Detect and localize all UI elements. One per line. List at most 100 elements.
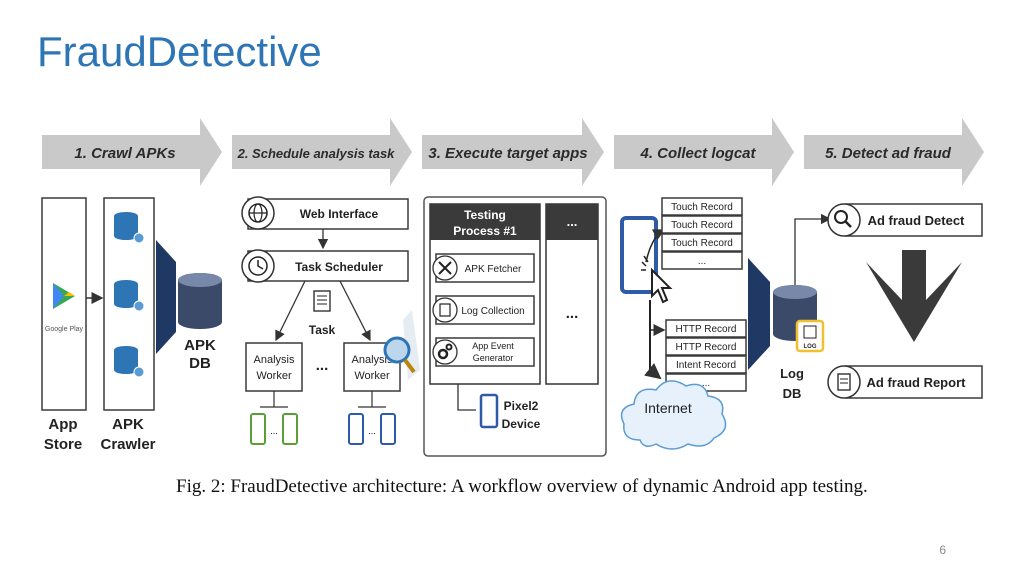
crawler-db-icon-3 — [114, 346, 145, 378]
touch-record-row — [661, 251, 743, 270]
testing-process-header — [430, 204, 540, 240]
stage-arrow-1 — [42, 118, 222, 186]
net-record-label: Intent Record — [676, 360, 736, 371]
more-processes-ellipsis: ... — [566, 305, 579, 322]
analysis-worker-1-box — [245, 342, 303, 392]
stage-label-1: 1. Crawl APKs — [74, 145, 175, 162]
internet-label: Internet — [644, 400, 692, 416]
google-play-label: Google Play — [45, 326, 84, 333]
apk-fetcher-label: APK Fetcher — [465, 264, 522, 275]
stage-arrow-5 — [804, 118, 984, 186]
crawler-db-icon-2 — [114, 280, 145, 312]
event-generator-label-1: App Event — [472, 341, 514, 351]
stage-banner: 1. Crawl APKs 2. Schedule analysis task … — [42, 118, 984, 186]
blue-phone-icon-2 — [380, 413, 396, 445]
app-store-box — [41, 197, 87, 411]
crawler-to-db-arrow — [156, 240, 176, 354]
blue-phones-ellipsis: ... — [368, 426, 376, 436]
ad-fraud-report-box — [845, 365, 983, 399]
touch-phone-icon — [620, 216, 658, 294]
touch-record-row — [661, 215, 743, 234]
scheduler-to-worker1-arrow — [275, 280, 306, 342]
ad-fraud-detect-box — [845, 203, 983, 237]
blue-phone-icon-1 — [348, 413, 364, 445]
pointer-cursor-icon — [651, 267, 673, 304]
records-to-logdb-arrow — [748, 258, 770, 370]
log-collection-label: Log Collection — [461, 306, 524, 317]
touch-record-label: Touch Record — [671, 220, 733, 231]
touch-record-row — [661, 197, 743, 216]
internet-cloud-icon — [620, 380, 727, 450]
more-processes-title: ... — [567, 214, 578, 229]
task-label: Task — [309, 323, 336, 337]
green-phones-ellipsis: ... — [270, 426, 278, 436]
touch-record-row — [661, 233, 743, 252]
task-scheduler-label: Task Scheduler — [295, 260, 383, 274]
scheduler-to-worker2-arrow — [339, 280, 371, 342]
app-store-label-2: Store — [44, 436, 82, 453]
worker-1-label-1: Analysis — [254, 354, 295, 366]
green-phone-icon-1 — [250, 413, 266, 445]
apk-db-label-2: DB — [189, 355, 211, 372]
log-db-label-2: DB — [783, 386, 802, 401]
apk-crawler-label-2: Crawler — [100, 436, 155, 453]
log-badge-label: LOG — [804, 344, 817, 350]
device-label-2: Device — [502, 417, 541, 431]
detect-section: Ad fraud Detect Ad fraud Report — [794, 203, 983, 399]
logcat-section: Touch Record Touch Record Touch Record .… — [620, 197, 825, 450]
process-title-1: Testing — [464, 208, 506, 222]
ad-fraud-detect-label: Ad fraud Detect — [868, 213, 965, 228]
worker-ellipsis: ... — [316, 357, 329, 374]
worker-2-label-2: Worker — [354, 370, 390, 382]
stage-arrow-4 — [614, 118, 794, 186]
worker-1-label-2: Worker — [256, 370, 292, 382]
worker-2-label-1: Analysis — [352, 354, 393, 366]
crawl-section: Google Play APK DB — [41, 197, 222, 453]
figure-caption: Fig. 2: FraudDetective architecture: A w… — [176, 476, 868, 497]
stage-label-2: 2. Schedule analysis task — [237, 146, 396, 161]
apk-crawler-label-1: APK — [112, 416, 144, 433]
app-store-label-1: App — [48, 416, 77, 433]
magnifier-icon — [383, 310, 420, 380]
google-play-icon — [53, 283, 75, 309]
event-generator-label-2: Generator — [473, 353, 514, 363]
device-label-1: Pixel2 — [504, 399, 539, 413]
ad-fraud-report-label: Ad fraud Report — [867, 375, 967, 390]
page-number: 6 — [939, 543, 946, 557]
touch-records-list: Touch Record Touch Record Touch Record .… — [661, 197, 743, 270]
touch-record-label: Touch Record — [671, 238, 733, 249]
net-record-label: ... — [702, 378, 710, 389]
web-interface-label: Web Interface — [300, 207, 379, 221]
apk-db-label-1: APK — [184, 337, 216, 354]
more-processes-header — [546, 204, 598, 240]
crawler-db-icon-1 — [114, 212, 145, 244]
network-records-list: HTTP Record HTTP Record Intent Record ..… — [665, 319, 747, 392]
net-record-row — [665, 337, 747, 356]
process-to-device-line — [457, 384, 476, 411]
process-title-2: Process #1 — [453, 224, 517, 238]
pixel2-phone-icon — [479, 393, 499, 429]
execute-section: Testing Process #1 APK Fetcher Log Colle… — [423, 196, 607, 457]
stage-arrow-3 — [422, 118, 604, 186]
green-phone-icon-2 — [282, 413, 298, 445]
slide-title: FraudDetective — [37, 28, 322, 75]
task-document-icon — [313, 290, 331, 312]
touch-record-label: Touch Record — [671, 202, 733, 213]
net-record-row — [665, 319, 747, 338]
net-record-row — [665, 355, 747, 374]
phone-to-internet-arrow — [644, 300, 662, 380]
net-record-label: HTTP Record — [676, 342, 737, 353]
schedule-section: Web Interface Task Scheduler Task Analys… — [241, 196, 420, 445]
search-icon — [827, 203, 861, 237]
stage-arrow-2 — [232, 118, 412, 186]
stage-label-4: 4. Collect logcat — [639, 145, 756, 162]
touch-record-label: ... — [698, 256, 706, 267]
net-record-label: HTTP Record — [676, 324, 737, 335]
apk-db-icon — [178, 273, 222, 329]
log-db-label-1: Log — [780, 366, 804, 381]
stage-label-5: 5. Detect ad fraud — [825, 145, 952, 162]
stage-label-3: 3. Execute target apps — [428, 145, 587, 162]
logdb-to-detect-arrow — [794, 213, 832, 285]
down-arrow-icon — [866, 250, 962, 342]
